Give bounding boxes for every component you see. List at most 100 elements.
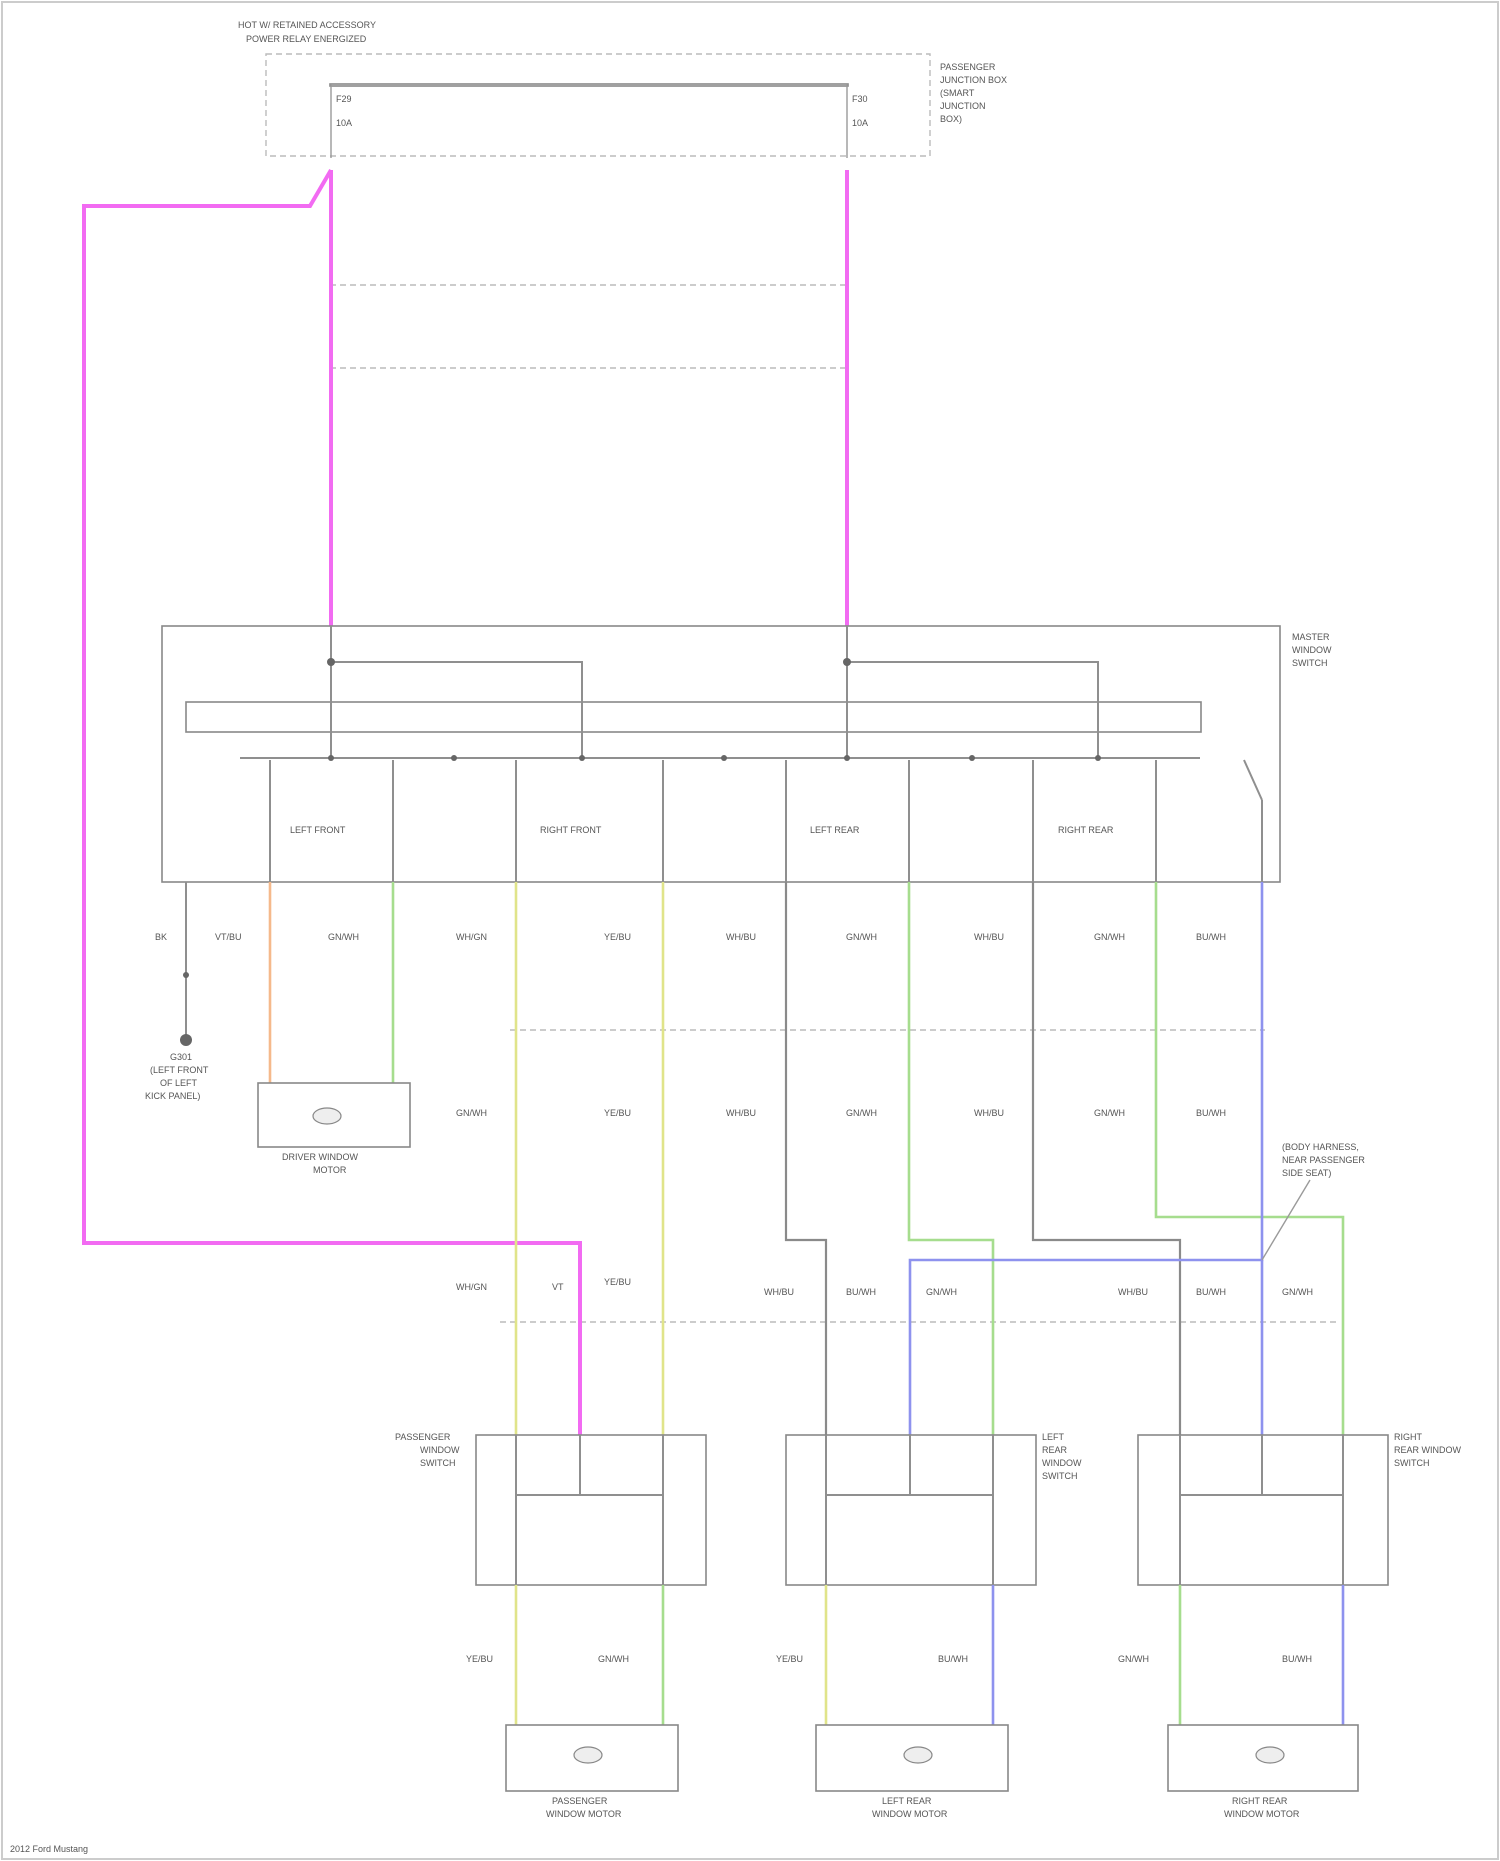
wire-label: WH/BU [974, 932, 1004, 942]
master-section-right-front: RIGHT FRONT [540, 825, 602, 835]
wire-label: YE/BU [604, 1277, 631, 1287]
wire-labels-row2: GN/WH YE/BU WH/BU GN/WH WH/BU GN/WH BU/W… [456, 1108, 1226, 1118]
motor-icon [574, 1747, 602, 1763]
wire-label: YE/BU [604, 932, 631, 942]
wire-blue-1 [910, 882, 1262, 1435]
wire-label: YE/BU [604, 1108, 631, 1118]
wire-labels-lower: WH/GN VT YE/BU WH/BU BU/WH GN/WH WH/BU B… [456, 1277, 1313, 1297]
master-section-right-rear: RIGHT REAR [1058, 825, 1114, 835]
ground-icon [180, 1034, 192, 1046]
junction-box-name-1: PASSENGER [940, 62, 996, 72]
splice-icon [1095, 755, 1101, 761]
master-switch-bus-left [331, 662, 582, 758]
fuse-right-rating: 10A [852, 118, 868, 128]
annotation-line-3: SIDE SEAT) [1282, 1168, 1331, 1178]
master-section-left-rear: LEFT REAR [810, 825, 860, 835]
master-switch-name-2: WINDOW [1292, 645, 1332, 655]
master-section-left-front: LEFT FRONT [290, 825, 346, 835]
pass-motor-label-1: PASSENGER [552, 1796, 608, 1806]
pass-switch-label-3: SWITCH [420, 1458, 456, 1468]
junction-box-title-1: HOT W/ RETAINED ACCESSORY [238, 20, 376, 30]
wire-labels-motors: YE/BU GN/WH YE/BU BU/WH GN/WH BU/WH [466, 1654, 1312, 1664]
lr-switch-label-4: SWITCH [1042, 1471, 1078, 1481]
wire-label: GN/WH [1094, 932, 1125, 942]
annotation-line-2: NEAR PASSENGER [1282, 1155, 1365, 1165]
annotation-line-1: (BODY HARNESS, [1282, 1142, 1359, 1152]
wire-label: VT/BU [215, 932, 242, 942]
splice-icon [843, 658, 851, 666]
wire-label: GN/WH [846, 1108, 877, 1118]
wire-label: BU/WH [1196, 932, 1226, 942]
ground-g301: G301 (LEFT FRONT OF LEFT KICK PANEL) [145, 882, 209, 1101]
passenger-window-motor: PASSENGER WINDOW MOTOR [506, 1725, 678, 1819]
junction-box-title-2: POWER RELAY ENERGIZED [246, 34, 367, 44]
rr-switch-label-1: RIGHT [1394, 1432, 1423, 1442]
wire-label: GN/WH [846, 932, 877, 942]
wire-gray-1 [786, 882, 826, 1435]
splice-icon [721, 755, 727, 761]
passenger-window-switch: PASSENGER WINDOW SWITCH [395, 1432, 706, 1585]
master-switch-bus-right [847, 662, 1098, 758]
lr-switch-label-1: LEFT [1042, 1432, 1065, 1442]
rr-switch-label-3: SWITCH [1394, 1458, 1430, 1468]
wire-label: WH/BU [726, 1108, 756, 1118]
rr-motor-label-2: WINDOW MOTOR [1224, 1809, 1300, 1819]
lr-switch-label-3: WINDOW [1042, 1458, 1082, 1468]
master-switch-name-3: SWITCH [1292, 658, 1328, 668]
wire-label: WH/GN [456, 932, 487, 942]
ground-label-3: OF LEFT [160, 1078, 198, 1088]
master-contacts [270, 658, 1156, 882]
junction-box-name-3: (SMART [940, 88, 975, 98]
wire-label: WH/BU [974, 1108, 1004, 1118]
fuse-left-id: F29 [336, 94, 352, 104]
power-feeds [84, 170, 847, 1435]
motor-icon [1256, 1747, 1284, 1763]
right-rear-window-motor: RIGHT REAR WINDOW MOTOR [1168, 1725, 1358, 1819]
pass-switch-label-2: WINDOW [420, 1445, 460, 1455]
wire-label: GN/WH [1118, 1654, 1149, 1664]
wire-label: WH/BU [1118, 1287, 1148, 1297]
lr-motor-label-1: LEFT REAR [882, 1796, 932, 1806]
splice-icon [327, 658, 335, 666]
right-rear-window-switch: RIGHT REAR WINDOW SWITCH [1138, 1432, 1462, 1585]
splice-icon [183, 972, 189, 978]
rr-switch-label-2: REAR WINDOW [1394, 1445, 1462, 1455]
driver-window-motor: DRIVER WINDOW MOTOR [258, 1083, 410, 1175]
wire-label: GN/WH [598, 1654, 629, 1664]
wire-label: WH/GN [456, 1282, 487, 1292]
lr-motor-label-2: WINDOW MOTOR [872, 1809, 948, 1819]
wire-label: GN/WH [456, 1108, 487, 1118]
junction-box: HOT W/ RETAINED ACCESSORY POWER RELAY EN… [238, 20, 1007, 158]
wire-label: VT [552, 1282, 564, 1292]
footer-label: 2012 Ford Mustang [10, 1844, 88, 1854]
annotation-leader [1262, 1180, 1310, 1260]
motor-icon [313, 1108, 341, 1124]
junction-box-name-2: JUNCTION BOX [940, 75, 1007, 85]
wire-label: BU/WH [1196, 1108, 1226, 1118]
wire-label: YE/BU [466, 1654, 493, 1664]
junction-box-outline [266, 54, 930, 156]
splice-icon [451, 755, 457, 761]
lr-switch-label-2: REAR [1042, 1445, 1068, 1455]
fuse-left-rating: 10A [336, 118, 352, 128]
junction-box-name-4: JUNCTION [940, 101, 986, 111]
motor-icon [904, 1747, 932, 1763]
wire-label: BK [155, 932, 167, 942]
wire-label: GN/WH [1094, 1108, 1125, 1118]
wire-label: BU/WH [846, 1287, 876, 1297]
wire-label: WH/BU [726, 932, 756, 942]
master-switch-bus [186, 702, 1201, 732]
splice-icon [579, 755, 585, 761]
wire-label: GN/WH [1282, 1287, 1313, 1297]
ground-label-1: G301 [170, 1052, 192, 1062]
splice-icon [328, 755, 334, 761]
wire-green-2 [909, 882, 993, 1435]
pass-motor-label-2: WINDOW MOTOR [546, 1809, 622, 1819]
motor-wires [516, 1585, 1343, 1725]
wire-label: YE/BU [776, 1654, 803, 1664]
driver-motor-label-2: MOTOR [313, 1165, 347, 1175]
wire-labels-row1: BK VT/BU GN/WH WH/GN YE/BU WH/BU GN/WH W… [155, 932, 1226, 942]
splice-icon [844, 755, 850, 761]
